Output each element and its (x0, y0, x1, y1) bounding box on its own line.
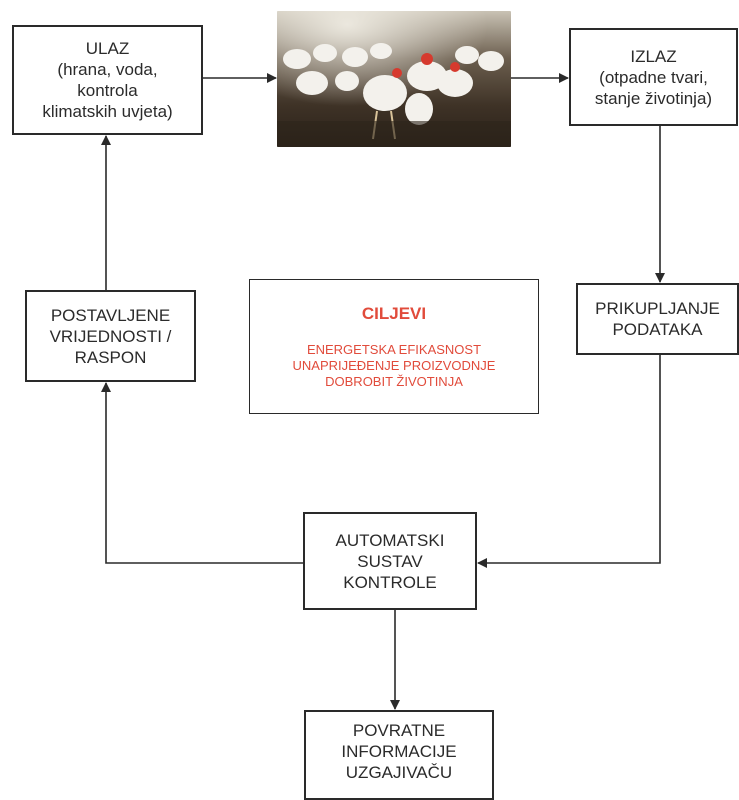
goal-item: UNAPRIJEĐENJE PROIZVODNJE (292, 358, 496, 373)
input-box: ULAZ (hrana, voda, kontrola klimatskih u… (12, 25, 203, 135)
goals-title: CILJEVI (361, 304, 427, 323)
feedback-line-3: UZGAJIVAČU (345, 763, 453, 782)
output-box: IZLAZ (otpadne tvari, stanje životinja) (569, 28, 738, 126)
input-line-4: klimatskih uvjeta) (42, 102, 173, 121)
goal-item: ENERGETSKA EFIKASNOST (306, 342, 482, 357)
control-line-1: AUTOMATSKI (335, 530, 445, 550)
setpoints-line-3: RASPON (74, 347, 147, 367)
setpoints-box: POSTAVLJENE VRIJEDNOSTI / RASPON (25, 290, 196, 382)
data-line-1: PRIKUPLJANJE (595, 299, 720, 318)
data-line-2: PODATAKA (612, 320, 703, 339)
feedback-box: POVRATNE INFORMACIJE UZGAJIVAČU (304, 710, 494, 800)
chicken-barn-photo (277, 11, 511, 147)
output-line-1: IZLAZ (630, 46, 677, 66)
goal-item: DOBROBIT ŽIVOTINJA (325, 374, 463, 389)
input-line-3: kontrola (77, 81, 138, 100)
goals-box: CILJEVI ENERGETSKA EFIKASNOST UNAPRIJEĐE… (249, 279, 539, 414)
control-line-3: KONTROLE (343, 572, 437, 592)
feedback-line-1: POVRATNE (352, 721, 446, 740)
feedback-line-2: INFORMACIJE (341, 742, 457, 761)
control-line-2: SUSTAV (357, 551, 423, 571)
output-line-3: stanje životinja) (594, 88, 713, 108)
arrow-control-to-setpoints (101, 382, 303, 564)
control-system-box: AUTOMATSKI SUSTAV KONTROLE (303, 512, 477, 610)
input-line-2: (hrana, voda, (57, 60, 158, 79)
setpoints-line-2: VRIJEDNOSTI / (49, 326, 172, 346)
data-collection-box: PRIKUPLJANJE PODATAKA (576, 283, 739, 355)
setpoints-line-1: POSTAVLJENE (50, 305, 171, 325)
arrow-data-to-control (477, 355, 661, 568)
output-line-2: (otpadne tvari, (599, 67, 708, 87)
input-line-1: ULAZ (85, 39, 130, 58)
